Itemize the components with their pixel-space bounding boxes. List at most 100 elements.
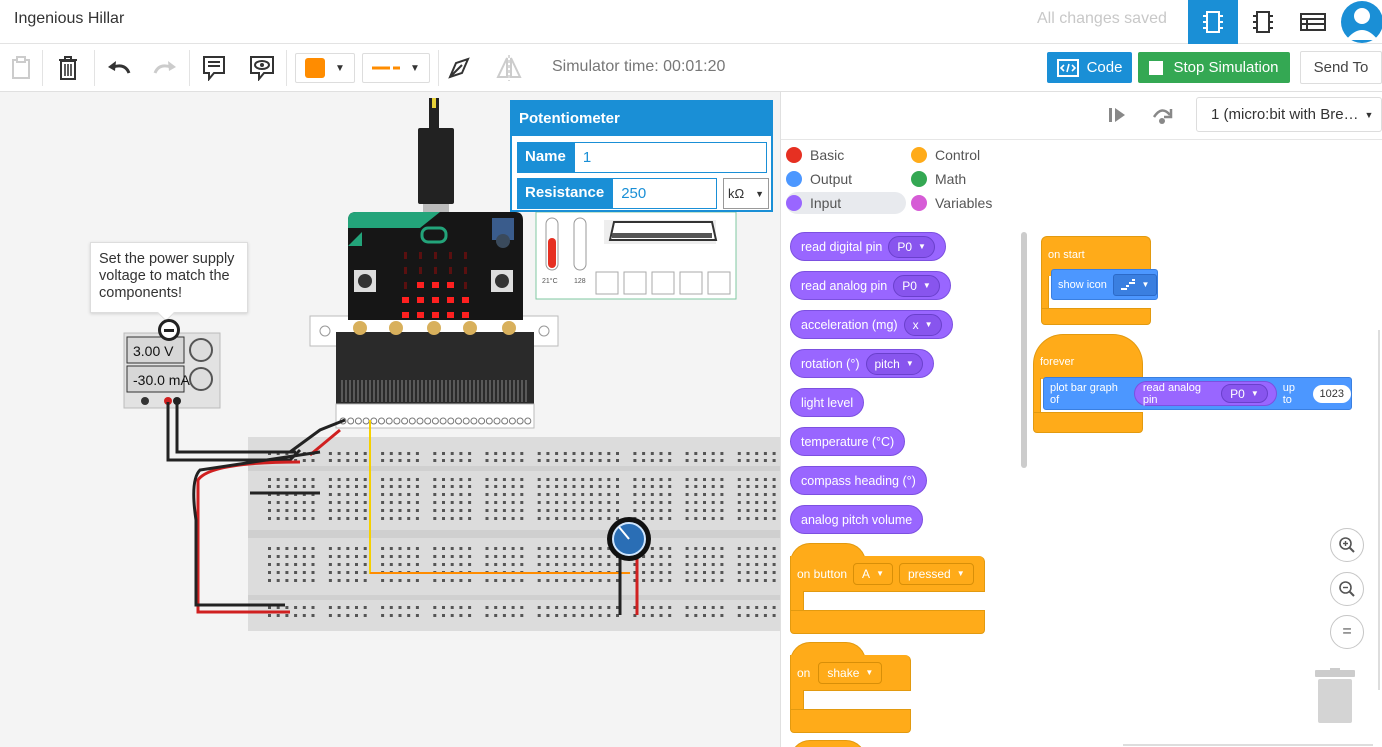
- project-title[interactable]: Ingenious Hillar: [14, 10, 125, 27]
- flip-button[interactable]: [495, 53, 523, 83]
- chevron-down-icon: ▼: [755, 188, 764, 199]
- undo-icon: [108, 61, 131, 74]
- circuit-view-button[interactable]: [1188, 0, 1238, 44]
- block-rotation[interactable]: rotation (°)pitch▼: [790, 349, 934, 378]
- max-value-input[interactable]: 1023: [1312, 384, 1351, 403]
- pin-dropdown[interactable]: P0▼: [888, 235, 935, 258]
- redo-button[interactable]: [151, 53, 179, 83]
- button-a[interactable]: [354, 270, 376, 292]
- step-button[interactable]: [1107, 106, 1127, 129]
- button-dropdown[interactable]: A▼: [853, 562, 893, 585]
- clipboard-icon: [12, 56, 30, 79]
- blocks-workspace[interactable]: on start show icon ▼ forever plot bar gr…: [1033, 140, 1382, 747]
- category-dot: [911, 147, 927, 163]
- block-on-button[interactable]: on button A▼ pressed▼: [790, 556, 985, 592]
- gesture-dropdown[interactable]: shake▼: [818, 661, 883, 684]
- color-swatch: [305, 58, 326, 78]
- minus-icon[interactable]: [158, 319, 180, 341]
- power-supply-tooltip: Set the power supply voltage to match th…: [90, 242, 248, 322]
- axis-dropdown[interactable]: x▼: [903, 313, 942, 336]
- resistance-input[interactable]: 250: [612, 178, 717, 209]
- zoom-reset-button[interactable]: =: [1330, 615, 1364, 649]
- workspace-hscrollbar[interactable]: [1123, 744, 1373, 746]
- category-dot: [786, 195, 802, 211]
- power-supply[interactable]: [123, 332, 221, 409]
- zoom-out-button[interactable]: [1330, 572, 1364, 606]
- breadboard[interactable]: [248, 437, 780, 631]
- category-control[interactable]: Control: [911, 144, 980, 166]
- paste-button[interactable]: [8, 53, 34, 83]
- top-bar: Ingenious Hillar All changes saved: [0, 0, 1382, 44]
- potentiometer-knob[interactable]: [607, 517, 651, 561]
- workspace-scrollbar[interactable]: [1378, 330, 1380, 690]
- schematic-view-button[interactable]: [1238, 0, 1288, 44]
- pin-dropdown[interactable]: P0▼: [1221, 384, 1268, 403]
- zoom-in-icon: [1339, 537, 1355, 553]
- category-variables[interactable]: Variables: [911, 192, 992, 214]
- category-dot: [786, 147, 802, 163]
- redo-icon: [153, 61, 176, 74]
- microbit-board[interactable]: [348, 212, 523, 335]
- block-on-gesture[interactable]: on shake▼: [790, 655, 911, 691]
- rotate-button[interactable]: [446, 53, 472, 83]
- send-to-button[interactable]: Send To: [1300, 51, 1382, 84]
- simulator-time: Simulator time: 00:01:20: [552, 58, 726, 75]
- block-plot-bar-graph[interactable]: plot bar graph of read analog pin P0▼ up…: [1043, 377, 1352, 410]
- forever-label: forever: [1040, 356, 1075, 368]
- category-input[interactable]: Input: [786, 192, 906, 214]
- pin-dropdown[interactable]: P0▼: [893, 274, 940, 297]
- name-label: Name: [517, 142, 574, 173]
- category-basic[interactable]: Basic: [786, 144, 844, 166]
- stop-icon: [1149, 60, 1164, 75]
- code-button-label: Code: [1086, 59, 1123, 76]
- category-output[interactable]: Output: [786, 168, 852, 190]
- button-b[interactable]: [491, 270, 513, 292]
- block-forever[interactable]: forever: [1033, 334, 1143, 379]
- category-label: Output: [810, 171, 853, 187]
- block-compass-heading[interactable]: compass heading (°): [790, 466, 927, 495]
- avatar[interactable]: [1340, 0, 1382, 44]
- component-list-button[interactable]: [1288, 0, 1338, 44]
- on-start-label: on start: [1048, 249, 1085, 261]
- notes-button[interactable]: [200, 53, 228, 83]
- circuit-icon: [1203, 11, 1223, 33]
- chip-icon: [1253, 11, 1273, 33]
- stop-simulation-button[interactable]: Stop Simulation: [1138, 52, 1290, 83]
- zoom-in-button[interactable]: [1330, 528, 1364, 562]
- note-visibility-button[interactable]: [248, 53, 276, 83]
- environment-panel[interactable]: [535, 211, 737, 300]
- name-input[interactable]: 1: [573, 142, 767, 173]
- debug-button[interactable]: [1151, 105, 1173, 130]
- block-light-level[interactable]: light level: [790, 388, 865, 417]
- trash-can-icon[interactable]: [1314, 668, 1356, 724]
- current-readout: -30.0 mA: [133, 372, 190, 388]
- unit-value: kΩ: [728, 186, 745, 201]
- delete-button[interactable]: [55, 53, 81, 83]
- block-temperature[interactable]: temperature (°C): [790, 427, 906, 456]
- rotate-icon: [448, 57, 470, 79]
- color-picker[interactable]: ▼: [295, 53, 355, 83]
- block-analog-pitch-volume[interactable]: analog pitch volume: [790, 505, 924, 534]
- resistance-unit-select[interactable]: kΩ ▼: [723, 178, 769, 209]
- undo-button[interactable]: [105, 53, 133, 83]
- block-show-icon[interactable]: show icon ▼: [1051, 269, 1158, 300]
- rotation-dropdown[interactable]: pitch▼: [865, 352, 923, 375]
- pressed-dropdown[interactable]: pressed▼: [898, 562, 974, 585]
- icon-dropdown[interactable]: ▼: [1112, 273, 1157, 296]
- device-select[interactable]: 1 (micro:bit with Bre… ▼: [1196, 97, 1382, 132]
- block-read-analog-pin[interactable]: read analog pin P0▼: [1133, 381, 1277, 406]
- wire-type-picker[interactable]: ▼: [362, 53, 430, 83]
- flip-icon: [496, 55, 522, 81]
- stop-simulation-label: Stop Simulation: [1173, 59, 1279, 76]
- code-button[interactable]: Code: [1047, 52, 1132, 83]
- step-over-icon: [1152, 109, 1173, 124]
- circuit-canvas[interactable]: Set the power supply voltage to match th…: [0, 92, 780, 747]
- light-value: 128: [574, 278, 586, 285]
- flyout-scrollbar[interactable]: [1021, 232, 1027, 468]
- block-acceleration[interactable]: acceleration (mg)x▼: [790, 310, 953, 339]
- caret-down-icon: ▼: [1364, 109, 1374, 120]
- category-math[interactable]: Math: [911, 168, 966, 190]
